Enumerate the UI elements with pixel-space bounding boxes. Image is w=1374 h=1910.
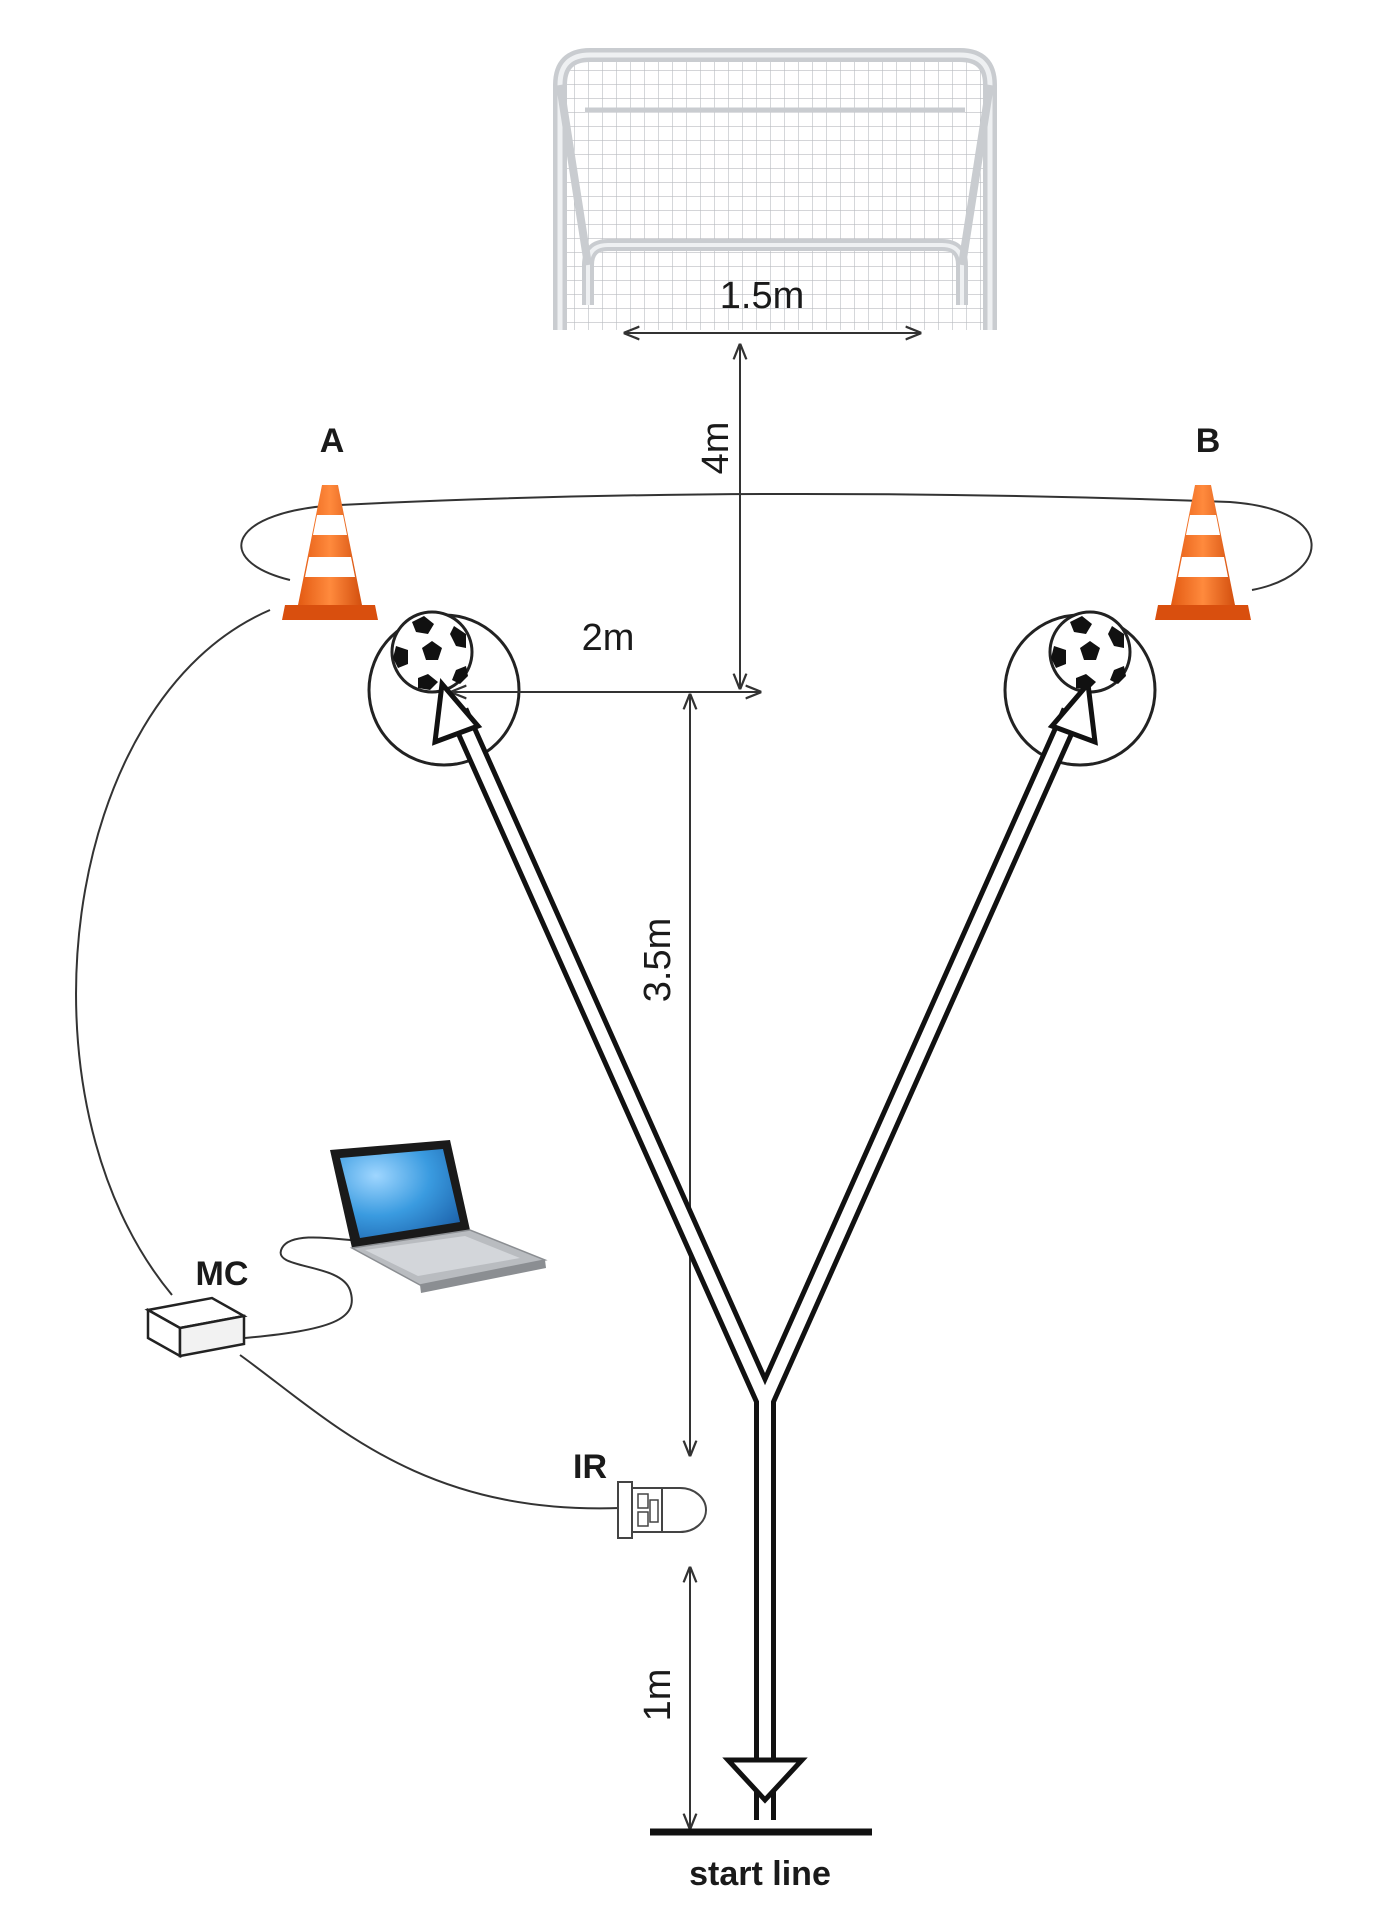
goal-width-label: 1.5m: [720, 275, 804, 317]
ball-offset-label: 2m: [582, 617, 635, 659]
start-distance-label: 1m: [637, 1669, 679, 1722]
goal-icon: [553, 48, 997, 330]
cone-b-label: B: [1196, 422, 1221, 460]
soccer-ball-icon: [390, 610, 474, 694]
ir-label: IR: [573, 1448, 607, 1486]
cone-icon: [1155, 485, 1251, 620]
arrowhead-start: [722, 1757, 808, 1804]
start-line-label: start line: [689, 1855, 831, 1893]
mc-box-icon: [144, 1296, 248, 1359]
laptop-icon: [330, 1140, 548, 1293]
cone-a-label: A: [320, 422, 345, 460]
cable-mc-laptop: [244, 1236, 373, 1339]
cone-icon: [282, 485, 378, 620]
mc-label: MC: [196, 1255, 249, 1293]
cone-cable: [240, 493, 1313, 591]
path-length-label: 3.5m: [637, 918, 679, 1002]
goal-distance-label: 4m: [695, 422, 737, 475]
cable-cone-mc: [75, 609, 271, 1296]
arrowhead-right: [1047, 678, 1098, 746]
ir-sensor-icon: [617, 1481, 707, 1539]
cable-mc-ir: [239, 1354, 621, 1510]
arrowhead-left: [432, 678, 483, 746]
movement-path: [432, 678, 1098, 1820]
